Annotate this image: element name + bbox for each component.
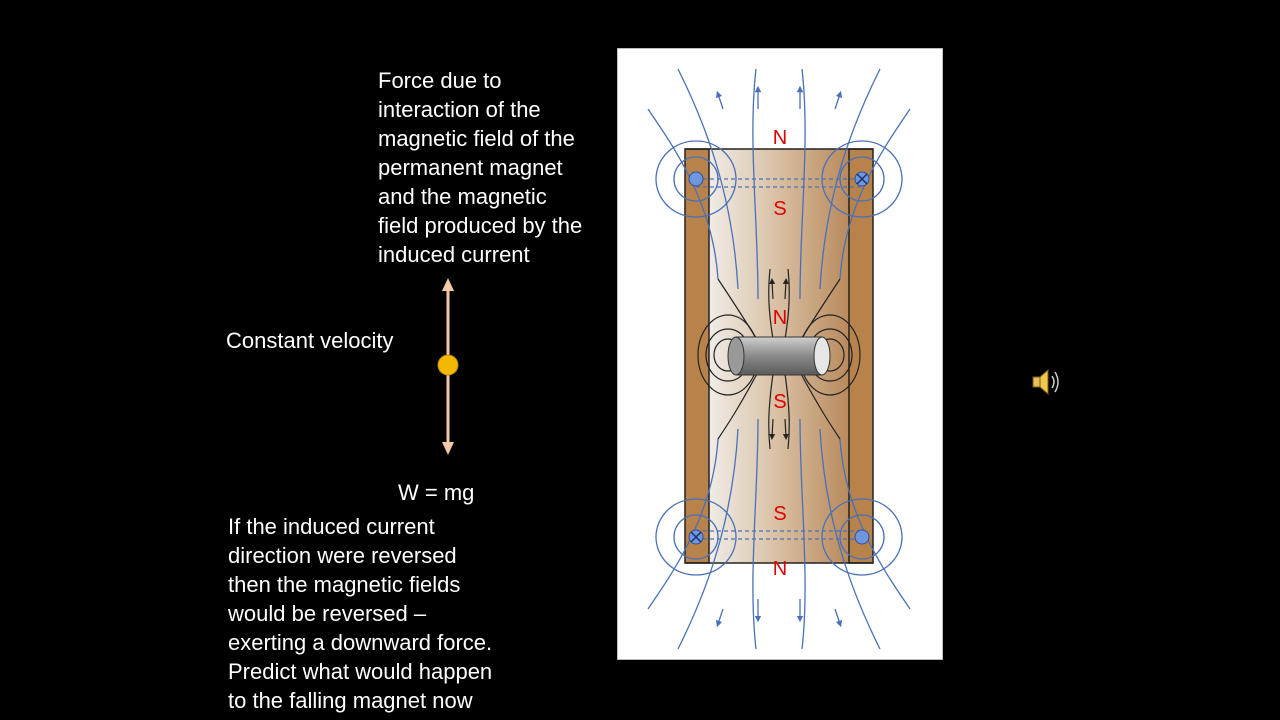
top-coil-field-lines xyxy=(647,68,911,300)
tube-wall-left xyxy=(684,148,710,564)
upward-arrowhead xyxy=(442,278,454,291)
force-arrow-diagram xyxy=(437,278,459,455)
bottom-coil-field-lines xyxy=(647,418,911,650)
weight-label: W = mg xyxy=(398,480,475,505)
top-coil-pole-upper: N xyxy=(773,127,787,149)
bottom-coil-pole-upper: S xyxy=(773,503,786,525)
current-in-cross-top-right xyxy=(854,171,870,187)
bottom-coil-pole-lower: N xyxy=(773,558,787,580)
speaker-icon[interactable] xyxy=(1030,366,1064,398)
current-out-dot-bottom-right xyxy=(854,529,870,545)
top-coil-pole-lower: S xyxy=(773,198,786,220)
current-out-dot-top-left xyxy=(688,171,704,187)
magnet-pole-upper: N xyxy=(773,307,787,329)
falling-magnet xyxy=(727,336,831,376)
magnet-pole-lower: S xyxy=(773,391,786,413)
current-in-cross-bottom-left xyxy=(688,529,704,545)
force-explanation-text: Force due to interaction of the magnetic… xyxy=(378,68,583,267)
question-text: If the induced current direction were re… xyxy=(228,514,493,713)
magnet-tube-diagram: N S N S S N xyxy=(617,48,943,660)
mass-dot xyxy=(437,354,459,376)
constant-velocity-label: Constant velocity xyxy=(226,328,394,353)
downward-arrowhead xyxy=(442,442,454,455)
